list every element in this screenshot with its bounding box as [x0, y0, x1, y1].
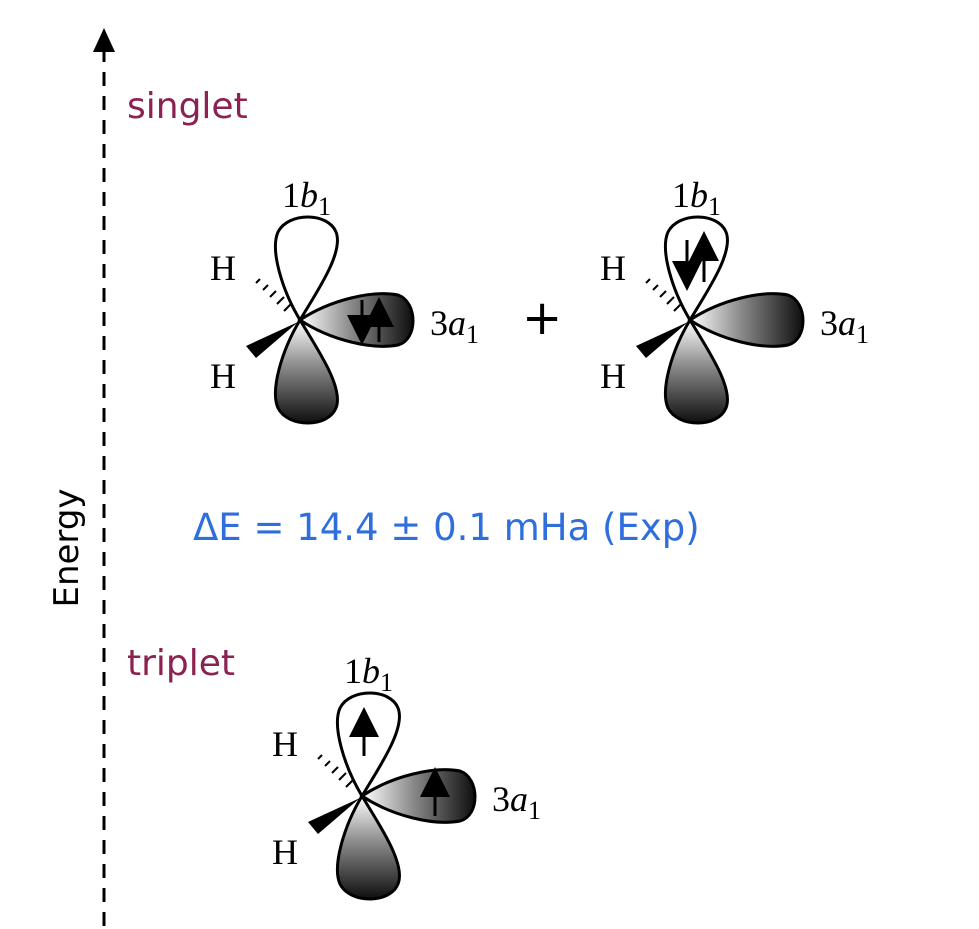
orbital-label-3a1: 3a1 [820, 303, 869, 349]
atom-h-upper: H [272, 724, 298, 764]
orbital-lower-lobe [663, 317, 729, 425]
energy-gap-label: ΔE = 14.4 ± 0.1 mHa (Exp) [193, 506, 700, 549]
orbital-label-1b1: 1b1 [672, 175, 721, 221]
electron-pair-3a1 [347, 297, 394, 345]
orbital-1b1-lobe [273, 215, 339, 323]
wedge-bond [308, 798, 360, 834]
orbital-lower-lobe [273, 317, 339, 425]
orbital-label-1b1: 1b1 [282, 175, 331, 221]
atom-h-upper: H [210, 248, 236, 288]
singlet-structure-2: H H 1b1 3a1 [600, 175, 869, 425]
orbital-label-3a1: 3a1 [430, 303, 479, 349]
plus-sign: + [522, 290, 562, 346]
orbital-3a1-lobe [359, 768, 477, 824]
triplet-label: triplet [127, 643, 235, 684]
electron-pair-1b1 [672, 231, 719, 291]
singlet-structure-1: H H 1b1 3a1 [210, 175, 479, 425]
orbital-3a1-lobe [687, 292, 805, 348]
wedge-bond [246, 322, 298, 358]
hashed-bond [317, 754, 355, 788]
singlet-label: singlet [127, 86, 248, 127]
hashed-bond [255, 278, 293, 312]
energy-axis-label: Energy [47, 488, 87, 607]
atom-h-lower: H [272, 832, 298, 872]
hashed-bond [645, 278, 683, 312]
orbital-label-1b1: 1b1 [344, 651, 393, 697]
triplet-structure: H H 1b1 3a1 [272, 651, 541, 901]
orbital-lower-lobe [335, 793, 401, 901]
energy-axis-arrow-icon [93, 28, 115, 52]
atom-h-lower: H [600, 356, 626, 396]
atom-h-lower: H [210, 356, 236, 396]
atom-h-upper: H [600, 248, 626, 288]
orbital-label-3a1: 3a1 [492, 779, 541, 825]
energy-axis: Energy [47, 28, 115, 926]
orbital-3a1-lobe [297, 292, 415, 348]
wedge-bond [636, 322, 688, 358]
